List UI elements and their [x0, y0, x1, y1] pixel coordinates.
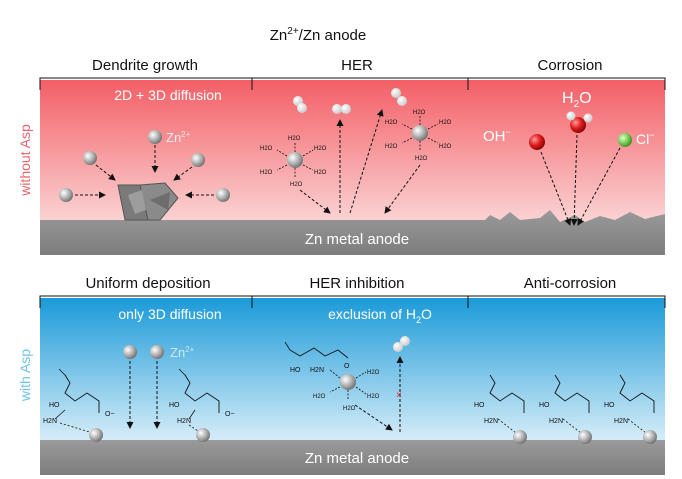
svg-text:O: O	[344, 363, 350, 370]
svg-text:H2O: H2O	[415, 156, 428, 162]
zn-ion	[59, 188, 73, 202]
hydrogen-molecule	[391, 88, 407, 106]
chloride-ion	[618, 133, 632, 147]
diffusion-arrow	[95, 164, 116, 181]
svg-text:HO: HO	[539, 402, 550, 409]
water-molecule	[566, 111, 593, 133]
bottom-header-anti-corrosion: Anti-corrosion	[524, 275, 617, 292]
asp-molecule: HO H2N O−	[43, 368, 115, 442]
asp-molecule: HO H2N	[539, 374, 592, 444]
svg-text:H2O: H2O	[413, 110, 426, 116]
solvated-zn-complex: H2O H2O H2O H2O H2O H2O	[260, 136, 327, 188]
svg-text:H2O: H2O	[367, 370, 380, 376]
zn-ion-label: Zn2+	[166, 130, 191, 145]
top-header-her: HER	[341, 57, 373, 74]
top-side-label: without Asp	[17, 124, 33, 197]
svg-text:H2O: H2O	[343, 406, 356, 412]
svg-text:H2O: H2O	[439, 144, 452, 150]
svg-text:H2N: H2N	[549, 418, 563, 425]
svg-text:H2N: H2N	[177, 418, 191, 425]
svg-text:H2O: H2O	[314, 146, 327, 152]
svg-text:HO: HO	[49, 402, 60, 409]
svg-text:H2N: H2N	[484, 418, 498, 425]
solvated-zn-complex: H2O H2O H2O H2O H2O H2O	[385, 110, 452, 162]
bottom-diffusion-annotation: only 3D diffusion	[118, 306, 221, 322]
hydrogen-molecule	[293, 96, 307, 113]
corrosion-arrow	[540, 151, 572, 226]
asp-zn-complex: HO H2N O H2O H2O H2O H2O	[284, 341, 380, 412]
zn-ion	[216, 188, 230, 202]
svg-text:HO: HO	[604, 402, 615, 409]
bottom-anode-label: Zn metal anode	[305, 450, 409, 467]
top-diffusion-annotation: 2D + 3D diffusion	[114, 87, 222, 103]
diffusion-arrow	[173, 166, 193, 181]
asp-molecule: HO H2N	[604, 374, 657, 444]
svg-text:H2N: H2N	[310, 367, 324, 374]
hydroxide-label: OH−	[483, 127, 511, 145]
svg-text:O−: O−	[225, 411, 235, 418]
asp-molecule: HO H2N O−	[169, 368, 235, 442]
zn-ion	[191, 153, 205, 167]
blocked-mark-icon: ×	[396, 390, 402, 401]
exclusion-annotation: exclusion of H2O	[328, 306, 432, 325]
zn-ion	[123, 345, 137, 359]
zn-ion	[148, 130, 162, 144]
hydrogen-molecule	[393, 336, 410, 352]
bottom-panel-background	[40, 298, 665, 448]
top-panel: Dendrite growth HER Corrosion without As…	[17, 57, 666, 255]
svg-text:H2O: H2O	[313, 394, 326, 400]
svg-text:H2O: H2O	[314, 170, 327, 176]
hydroxide-ion	[529, 134, 545, 150]
svg-text:HO: HO	[169, 402, 180, 409]
top-header-corrosion: Corrosion	[537, 57, 602, 74]
zn-ion	[83, 151, 97, 165]
corrosion-arrow	[570, 134, 578, 226]
svg-text:H2N: H2N	[614, 418, 628, 425]
asp-molecule: HO H2N	[474, 374, 527, 444]
her-arrow	[349, 109, 384, 214]
svg-text:HO: HO	[474, 402, 485, 409]
top-header-dendrite: Dendrite growth	[92, 57, 198, 74]
water-label: H2O	[562, 90, 592, 110]
svg-text:H2O: H2O	[439, 120, 452, 126]
bottom-header-bracket	[39, 295, 666, 308]
top-anode	[40, 210, 665, 255]
bottom-side-label: with Asp	[17, 349, 33, 402]
svg-text:H2O: H2O	[385, 120, 398, 126]
bottom-panel: Uniform deposition HER inhibition Anti-c…	[17, 275, 666, 475]
svg-text:H2O: H2O	[290, 182, 303, 188]
top-anode-label: Zn metal anode	[305, 231, 409, 248]
deposition-arrow	[354, 404, 393, 431]
her-arrow	[299, 189, 331, 214]
zn-ion-label: Zn2+	[170, 345, 195, 360]
chloride-label: Cl−	[636, 130, 655, 147]
svg-text:H2O: H2O	[288, 136, 301, 142]
svg-text:H2O: H2O	[260, 170, 273, 176]
zn-ion	[150, 345, 164, 359]
svg-text:H2N: H2N	[43, 418, 57, 425]
bottom-header-her-inhibition: HER inhibition	[309, 275, 404, 292]
top-header-bracket	[39, 77, 666, 90]
hydrogen-molecule	[332, 104, 351, 114]
dendrite-crystal	[117, 182, 179, 221]
svg-text:HO: HO	[290, 367, 301, 374]
svg-text:H2O: H2O	[385, 144, 398, 150]
svg-text:H2O: H2O	[367, 394, 380, 400]
diagram-title: Zn2+/Zn anode	[270, 26, 366, 44]
svg-text:H2O: H2O	[260, 146, 273, 152]
bottom-header-uniform: Uniform deposition	[85, 275, 210, 292]
svg-text:O−: O−	[105, 411, 115, 418]
bottom-anode	[40, 440, 665, 475]
